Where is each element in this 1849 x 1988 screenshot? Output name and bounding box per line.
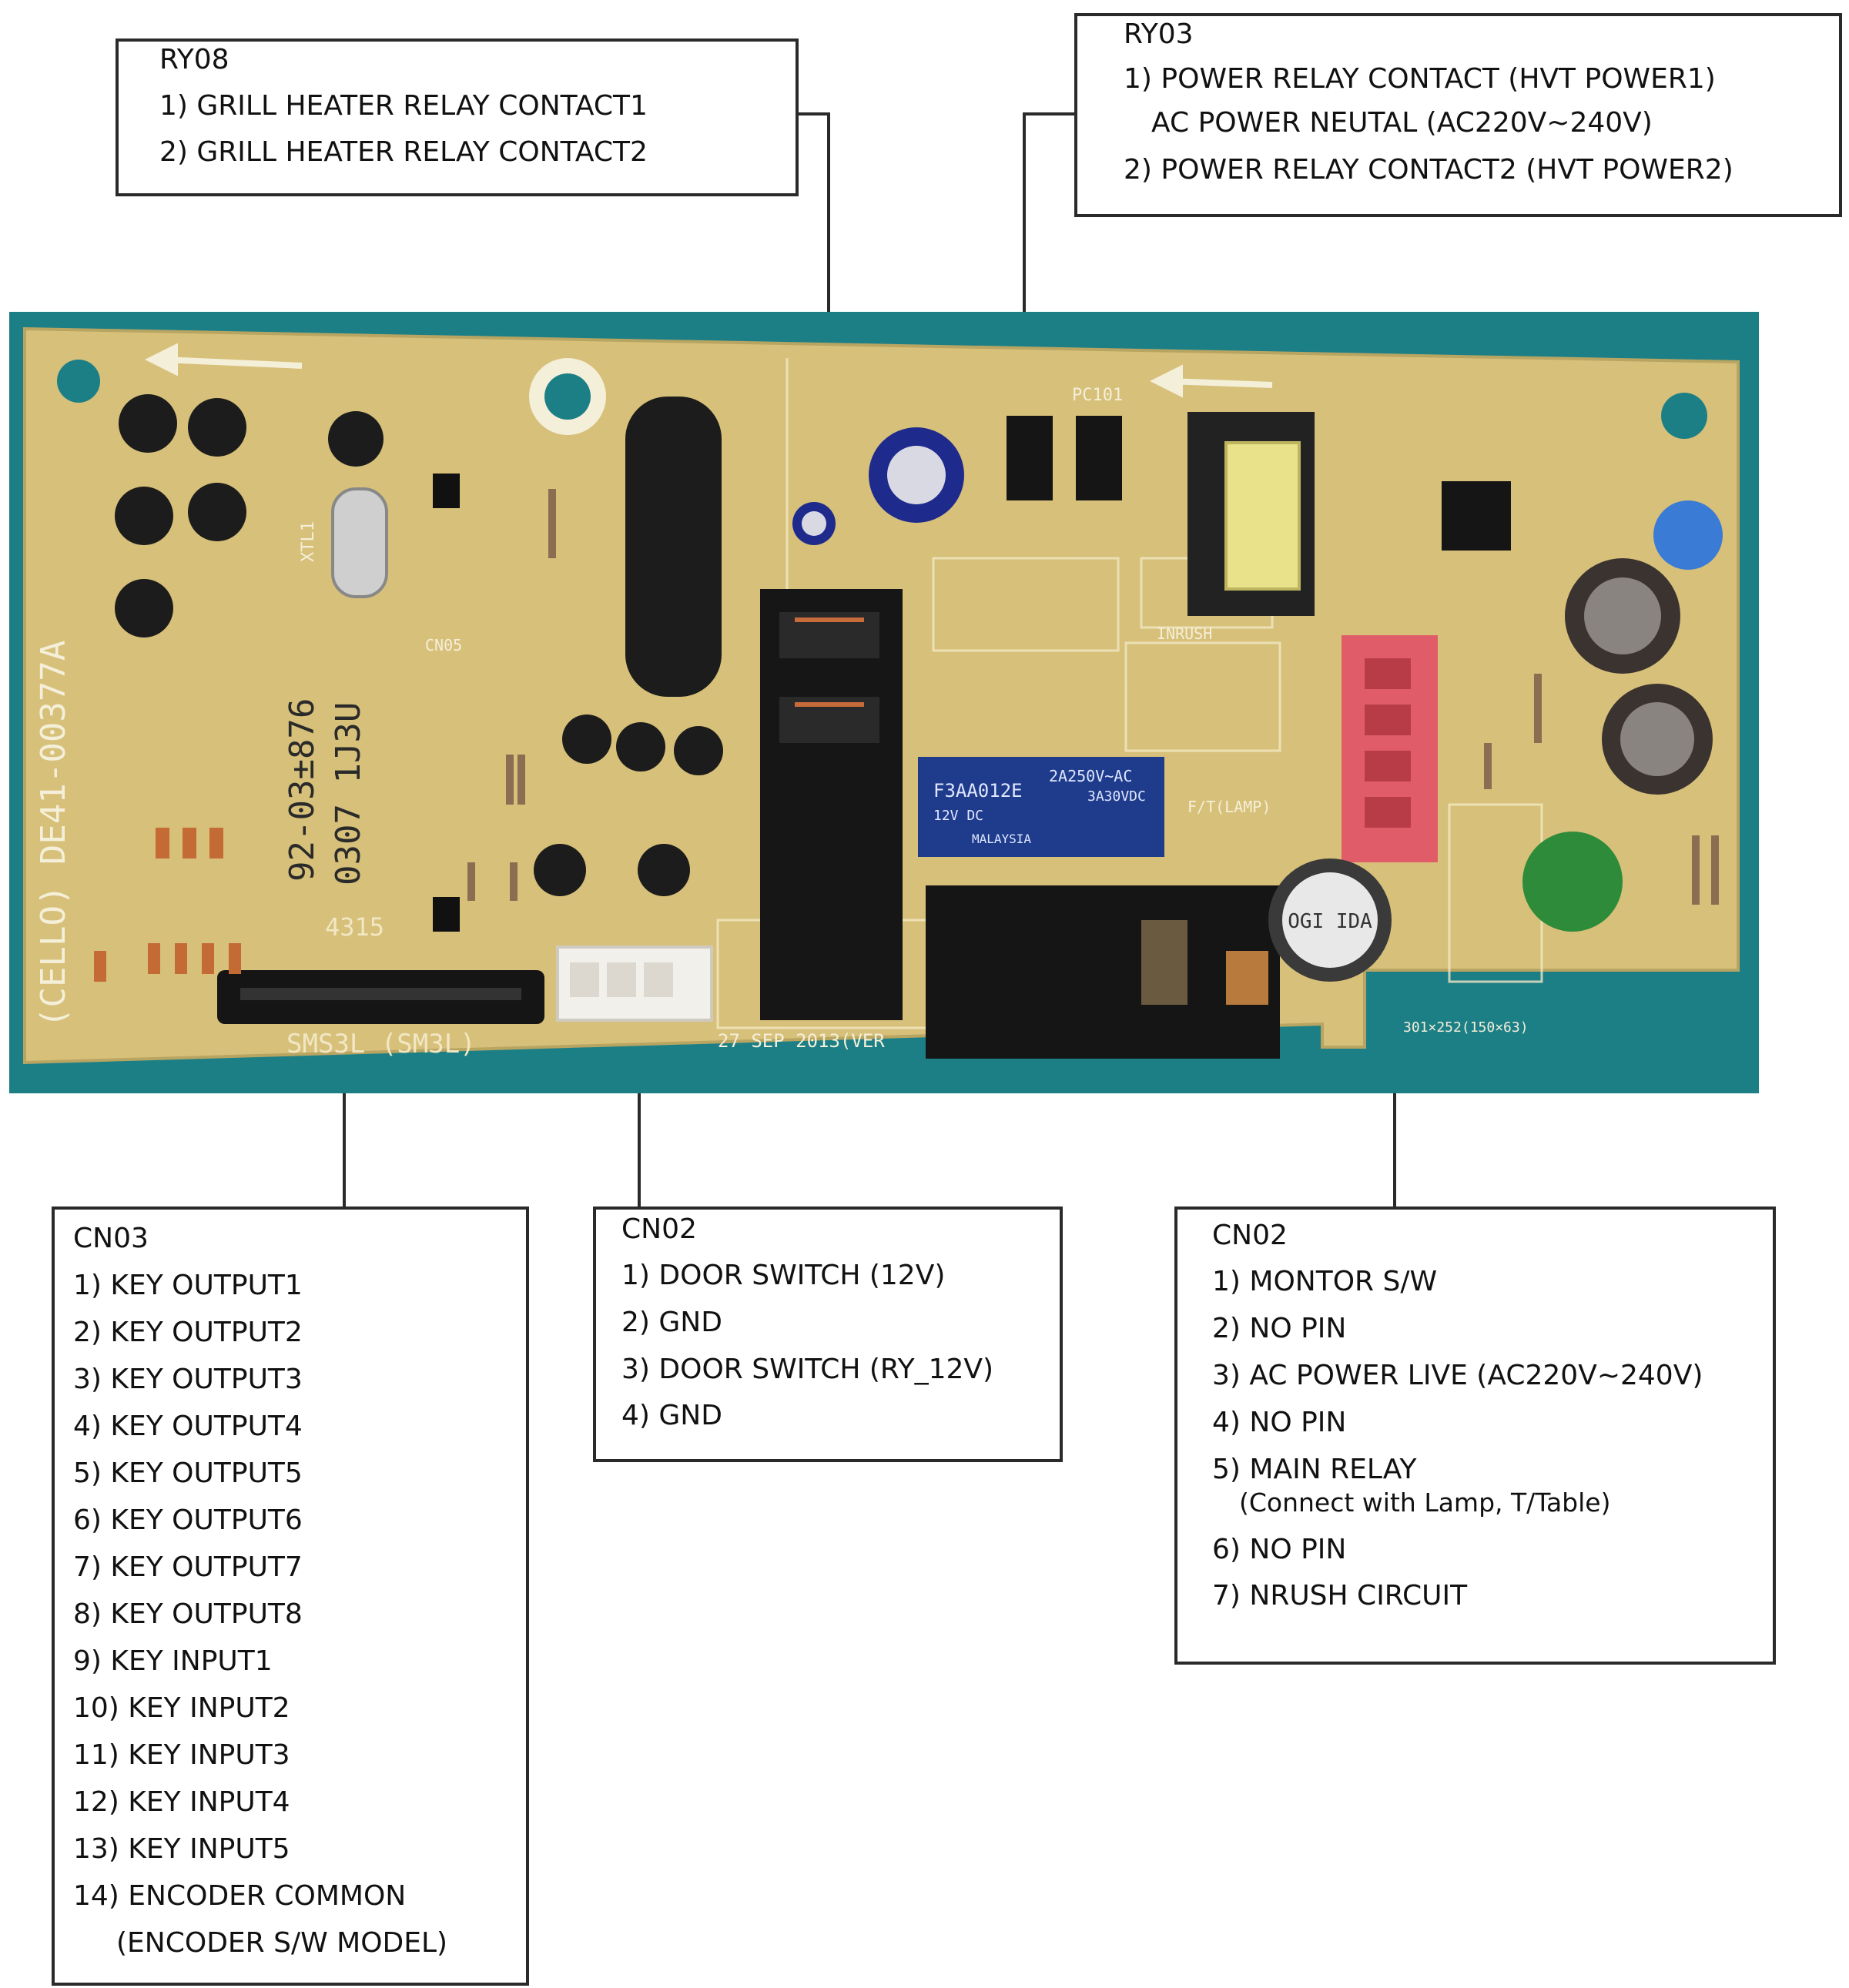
cn03-pin-14: 14) ENCODER COMMON xyxy=(73,1880,407,1912)
cn03-pin-4: 4) KEY OUTPUT4 xyxy=(73,1411,303,1442)
cn02-power-pin-7: 7) NRUSH CIRCUIT xyxy=(1212,1580,1468,1611)
ry08-line-2: 2) GRILL HEATER RELAY CONTACT2 xyxy=(159,136,648,168)
cn02-power-pin-2: 2) NO PIN xyxy=(1212,1313,1347,1344)
label-box-ry08: RY08 1) GRILL HEATER RELAY CONTACT1 2) G… xyxy=(116,38,799,196)
label-box-cn02-door: CN02 1) DOOR SWITCH (12V) 2) GND 3) DOOR… xyxy=(593,1207,1063,1462)
cn03-pin-1: 1) KEY OUTPUT1 xyxy=(73,1270,303,1301)
capacitor-c4 xyxy=(1602,684,1713,795)
svg-text:F3AA012E: F3AA012E xyxy=(933,780,1023,802)
relay-ry08 xyxy=(760,589,903,1020)
label-box-ry03: RY03 1) POWER RELAY CONTACT (HVT POWER1)… xyxy=(1074,13,1842,217)
mount-hole xyxy=(1661,393,1707,439)
cn03-pin-13: 13) KEY INPUT5 xyxy=(73,1833,290,1865)
svg-text:301×252(150×63): 301×252(150×63) xyxy=(1403,1019,1529,1036)
cn02-power-pin-5: 5) MAIN RELAY xyxy=(1212,1454,1417,1485)
svg-text:XTL1: XTL1 xyxy=(299,521,318,562)
ry03-line-1: 1) POWER RELAY CONTACT (HVT POWER1) xyxy=(1124,63,1716,95)
cn02-power-pin-6: 6) NO PIN xyxy=(1212,1534,1347,1565)
cn02-power-pin-5-note: (Connect with Lamp, T/Table) xyxy=(1239,1488,1611,1518)
mount-hole xyxy=(544,373,591,420)
relay-blue xyxy=(918,757,1164,857)
label-box-cn03: CN03 1) KEY OUTPUT1 2) KEY OUTPUT2 3) KEY … xyxy=(52,1207,529,1986)
svg-text:CN05: CN05 xyxy=(425,636,462,654)
svg-text:SMS3L (SM3L): SMS3L (SM3L) xyxy=(286,1029,476,1059)
crystal-xtl1 xyxy=(331,487,388,598)
ry08-line-1: 1) GRILL HEATER RELAY CONTACT1 xyxy=(159,90,648,122)
cn02-power-title: CN02 xyxy=(1212,1220,1288,1251)
cn02-door-pin-2: 2) GND xyxy=(621,1307,722,1338)
ry03-line-1b: AC POWER NEUTAL (AC220V~240V) xyxy=(1151,107,1653,139)
svg-text:2A250V~AC: 2A250V~AC xyxy=(1049,767,1132,785)
cn02-power-pin-3: 3) AC POWER LIVE (AC220V~240V) xyxy=(1212,1360,1703,1391)
svg-text:INRUSH: INRUSH xyxy=(1157,624,1212,643)
svg-text:PC101: PC101 xyxy=(1072,386,1123,405)
cn03-note: (ENCODER S/W MODEL) xyxy=(116,1927,448,1959)
mount-hole xyxy=(57,360,100,403)
cn02-door-pin-3: 3) DOOR SWITCH (RY_12V) xyxy=(621,1354,994,1385)
svg-text:4315: 4315 xyxy=(325,912,384,942)
pcb-photo: XTL1 PC101 F3AA012E 12V DC 2A250V~AC 3A3… xyxy=(9,312,1759,1093)
ry03-line-2: 2) POWER RELAY CONTACT2 (HVT POWER2) xyxy=(1124,154,1733,186)
cn02-power-pin-4: 4) NO PIN xyxy=(1212,1407,1347,1438)
svg-text:3A30VDC: 3A30VDC xyxy=(1087,788,1146,805)
svg-text:(CELLO) DE41-00377A: (CELLO) DE41-00377A xyxy=(34,641,73,1028)
cn03-title: CN03 xyxy=(73,1223,149,1254)
capacitor-c2 xyxy=(792,502,836,545)
cn02-door-pin-4: 4) GND xyxy=(621,1400,722,1431)
capacitor-c3 xyxy=(1565,558,1680,674)
svg-text:MALAYSIA: MALAYSIA xyxy=(972,832,1031,846)
svg-text:F/T(LAMP): F/T(LAMP) xyxy=(1187,798,1271,816)
ry08-title: RY08 xyxy=(159,44,229,75)
cn03-pin-6: 6) KEY OUTPUT6 xyxy=(73,1504,303,1536)
ferrite-core xyxy=(625,397,722,697)
label-box-cn02-power: CN02 1) MONTOR S/W 2) NO PIN 3) AC POWER… xyxy=(1174,1207,1776,1665)
cn03-pin-2: 2) KEY OUTPUT2 xyxy=(73,1317,303,1348)
capacitor-c1 xyxy=(869,427,964,523)
cn03-pin-5: 5) KEY OUTPUT5 xyxy=(73,1458,303,1489)
cn02-door-pin-1: 1) DOOR SWITCH (12V) xyxy=(621,1260,946,1291)
svg-text:92-03±876: 92-03±876 xyxy=(283,698,322,882)
cn03-pin-9: 9) KEY INPUT1 xyxy=(73,1645,273,1677)
svg-text:12V DC: 12V DC xyxy=(933,808,983,824)
cn02-door-title: CN02 xyxy=(621,1213,697,1245)
ry03-title: RY03 xyxy=(1124,18,1194,50)
cn03-pin-8: 8) KEY OUTPUT8 xyxy=(73,1598,303,1630)
varistor xyxy=(1522,832,1623,932)
cn03-pin-3: 3) KEY OUTPUT3 xyxy=(73,1364,303,1395)
cn03-pin-7: 7) KEY OUTPUT7 xyxy=(73,1551,303,1583)
cn03-pin-12: 12) KEY INPUT4 xyxy=(73,1786,290,1818)
disc-capacitor xyxy=(1653,500,1723,570)
svg-text:27 SEP 2013(VER: 27 SEP 2013(VER xyxy=(718,1030,885,1052)
svg-text:OGI IDA: OGI IDA xyxy=(1288,910,1372,933)
relay-ry03 xyxy=(926,885,1280,1059)
cn02-power-pin-1: 1) MONTOR S/W xyxy=(1212,1266,1438,1297)
svg-text:0307 1J3U: 0307 1J3U xyxy=(329,702,368,885)
cn03-pin-10: 10) KEY INPUT2 xyxy=(73,1692,290,1724)
cn03-pin-11: 11) KEY INPUT3 xyxy=(73,1739,290,1771)
